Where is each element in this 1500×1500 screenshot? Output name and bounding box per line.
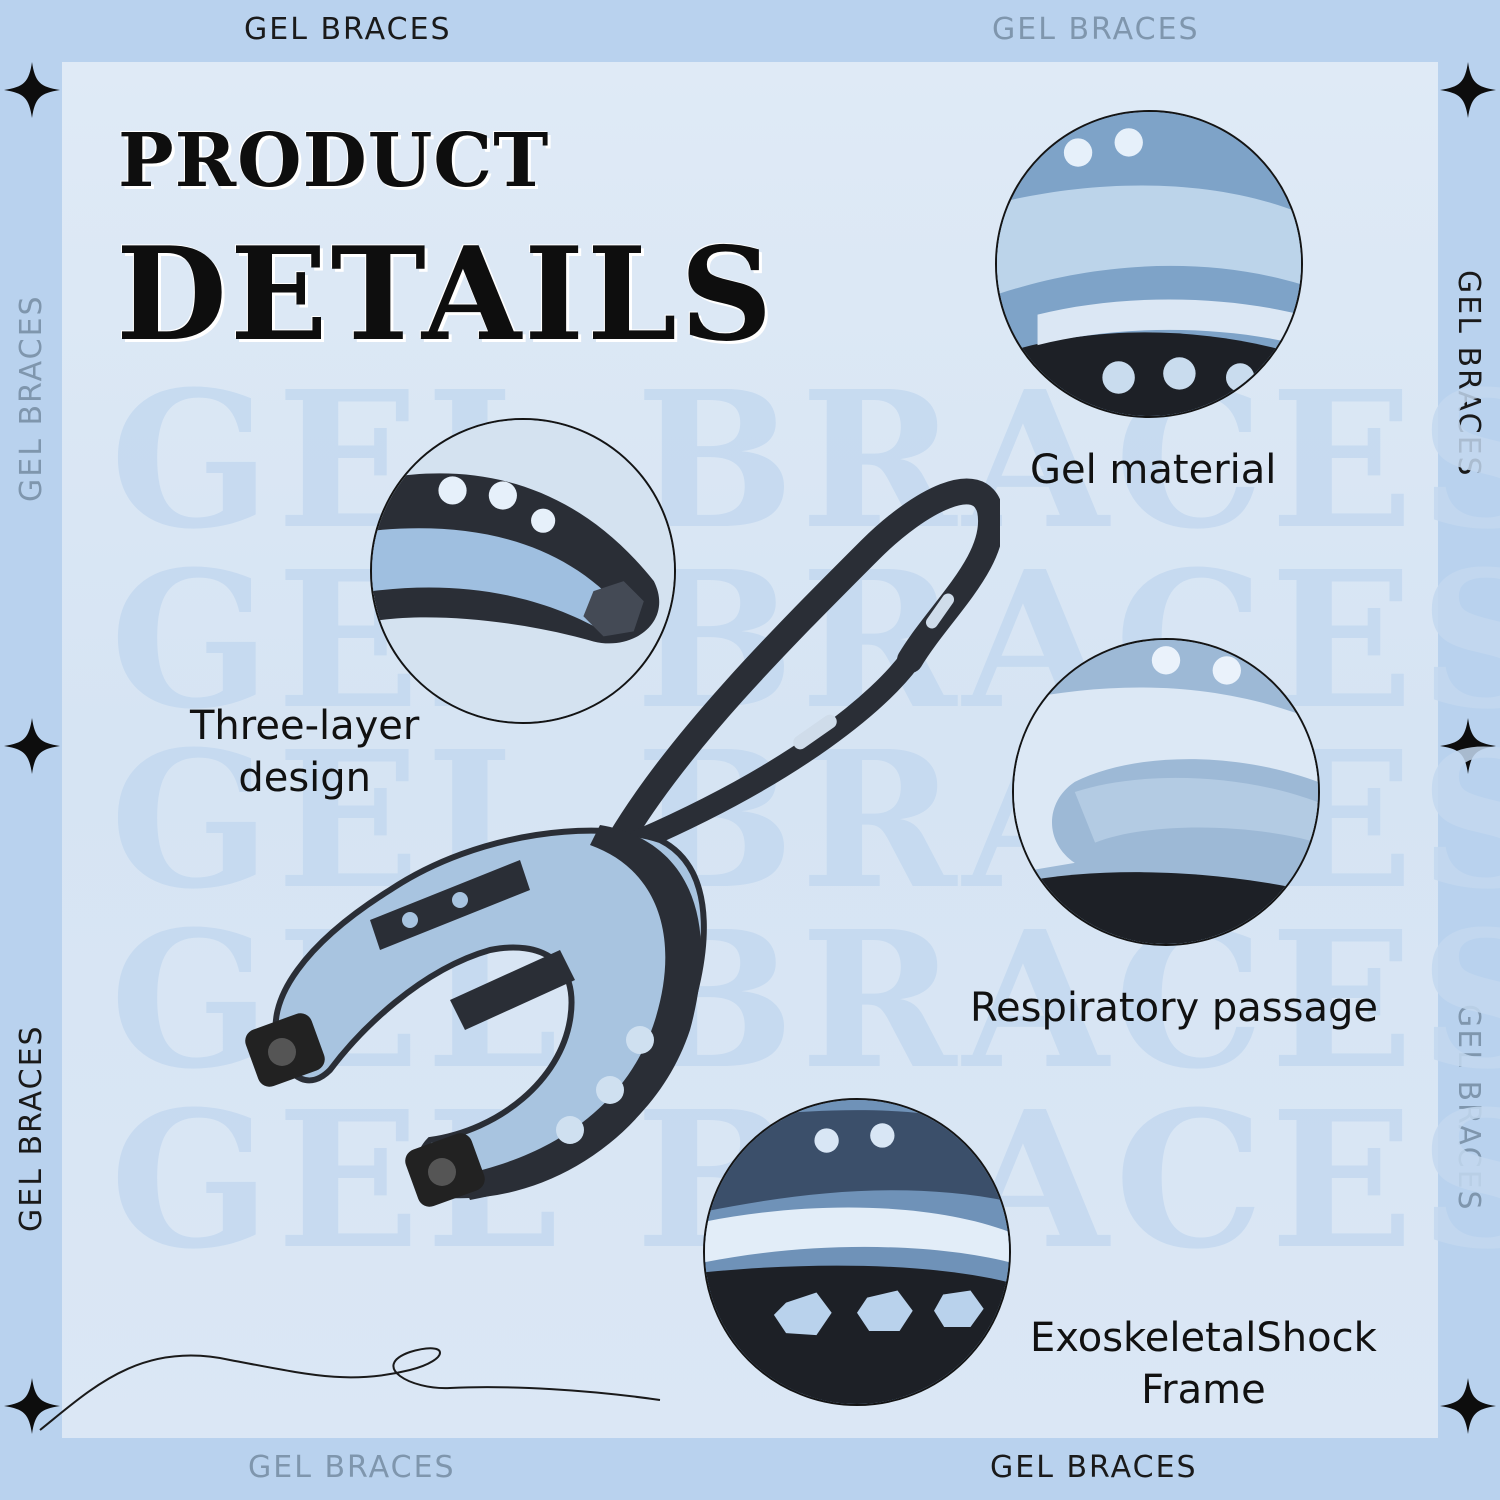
watermark-text: GEL BRACES	[110, 350, 1500, 571]
title-line-1: PRODUCT	[118, 118, 550, 204]
feature-circle-respiratory	[1012, 638, 1320, 946]
caption-three-layer-line-1: Three-layer	[190, 703, 420, 749]
title-line-2: DETAILS	[116, 220, 776, 370]
caption-exoskeletal-line-2: Frame	[1141, 1367, 1266, 1413]
edge-label-bottom-right: GEL BRACES	[990, 1450, 1198, 1485]
caption-three-layer-line-2: design	[238, 755, 372, 801]
caption-exoskeletal-line-1: ExoskeletalShock	[1030, 1315, 1377, 1361]
sparkle-icon	[4, 718, 60, 774]
caption-exoskeletal: ExoskeletalShock Frame	[1030, 1312, 1377, 1416]
feature-circle-gel-material	[995, 110, 1303, 418]
sparkle-icon	[1440, 718, 1496, 774]
feature-circle-three-layer	[370, 418, 676, 724]
sparkle-icon	[1440, 1378, 1496, 1434]
sparkle-icon	[4, 62, 60, 118]
edge-label-top-left: GEL BRACES	[244, 12, 452, 47]
feature-circle-exoskeletal	[703, 1098, 1011, 1406]
edge-label-bottom-left: GEL BRACES	[248, 1450, 456, 1485]
sparkle-icon	[4, 1378, 60, 1434]
edge-label-top-right: GEL BRACES	[992, 12, 1200, 47]
caption-three-layer: Three-layer design	[190, 700, 419, 804]
caption-gel-material: Gel material	[1030, 447, 1277, 493]
sparkle-icon	[1440, 62, 1496, 118]
caption-respiratory: Respiratory passage	[970, 985, 1378, 1031]
edge-label-left-lower: GEL BRACES	[14, 1024, 49, 1232]
squiggle-decoration	[39, 1347, 661, 1431]
edge-label-left-upper: GEL BRACES	[14, 294, 49, 502]
mouthguard-image	[245, 478, 1000, 1207]
